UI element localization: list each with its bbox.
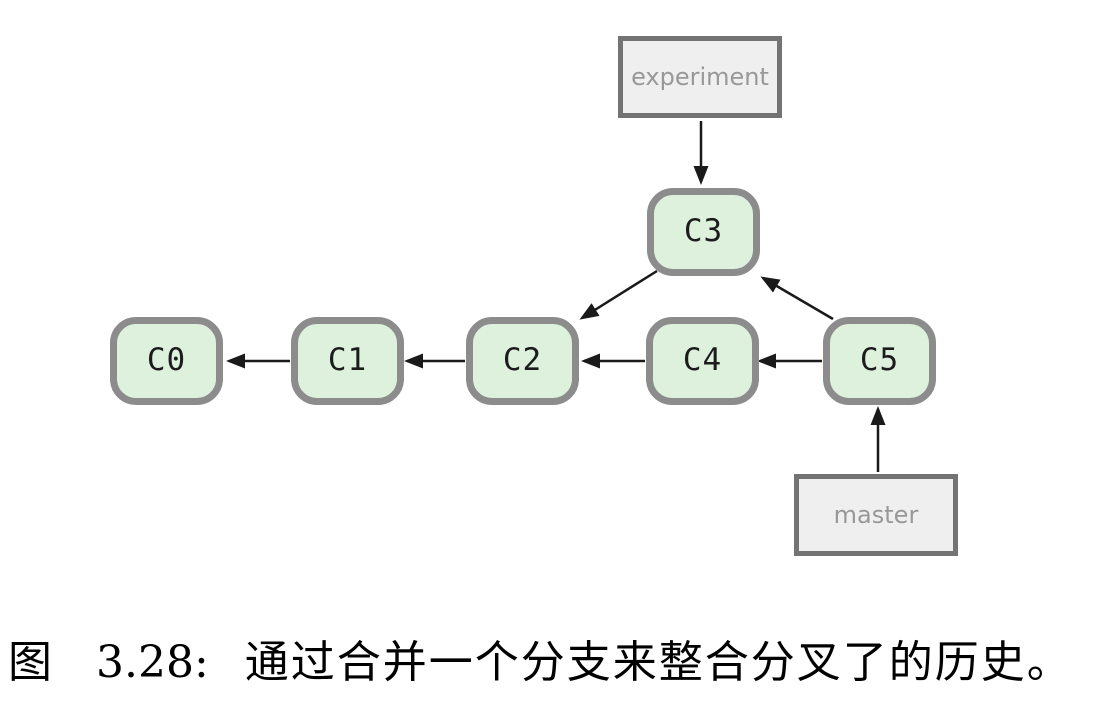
branch-box-master: master <box>794 474 958 556</box>
branch-box-experiment: experiment <box>618 36 782 118</box>
commit-label-c5: C5 <box>859 342 900 378</box>
commit-node-c2: C2 <box>466 317 579 405</box>
commit-label-c2: C2 <box>502 342 543 378</box>
figure-caption: 图 3.28: 通过合并一个分支来整合分叉了的历史。 <box>8 634 1096 691</box>
edge-c5-c3 <box>760 276 834 321</box>
commit-node-c4: C4 <box>646 317 759 405</box>
commit-label-c1: C1 <box>327 342 368 378</box>
caption-text: 通过合并一个分支来整合分叉了的历史。 <box>244 637 1073 688</box>
commit-node-c0: C0 <box>110 317 223 405</box>
commit-label-c0: C0 <box>146 342 187 378</box>
commit-label-c4: C4 <box>682 342 723 378</box>
commit-node-c3: C3 <box>647 188 760 276</box>
branch-label-master: master <box>833 501 919 529</box>
commit-node-c1: C1 <box>291 317 404 405</box>
caption-figure-word: 图 <box>8 637 52 688</box>
commit-label-c3: C3 <box>683 213 724 249</box>
edge-c3-c2 <box>579 269 658 320</box>
caption-figure-number: 3.28: <box>96 637 209 688</box>
commit-node-c5: C5 <box>823 317 936 405</box>
branch-label-experiment: experiment <box>631 63 769 91</box>
